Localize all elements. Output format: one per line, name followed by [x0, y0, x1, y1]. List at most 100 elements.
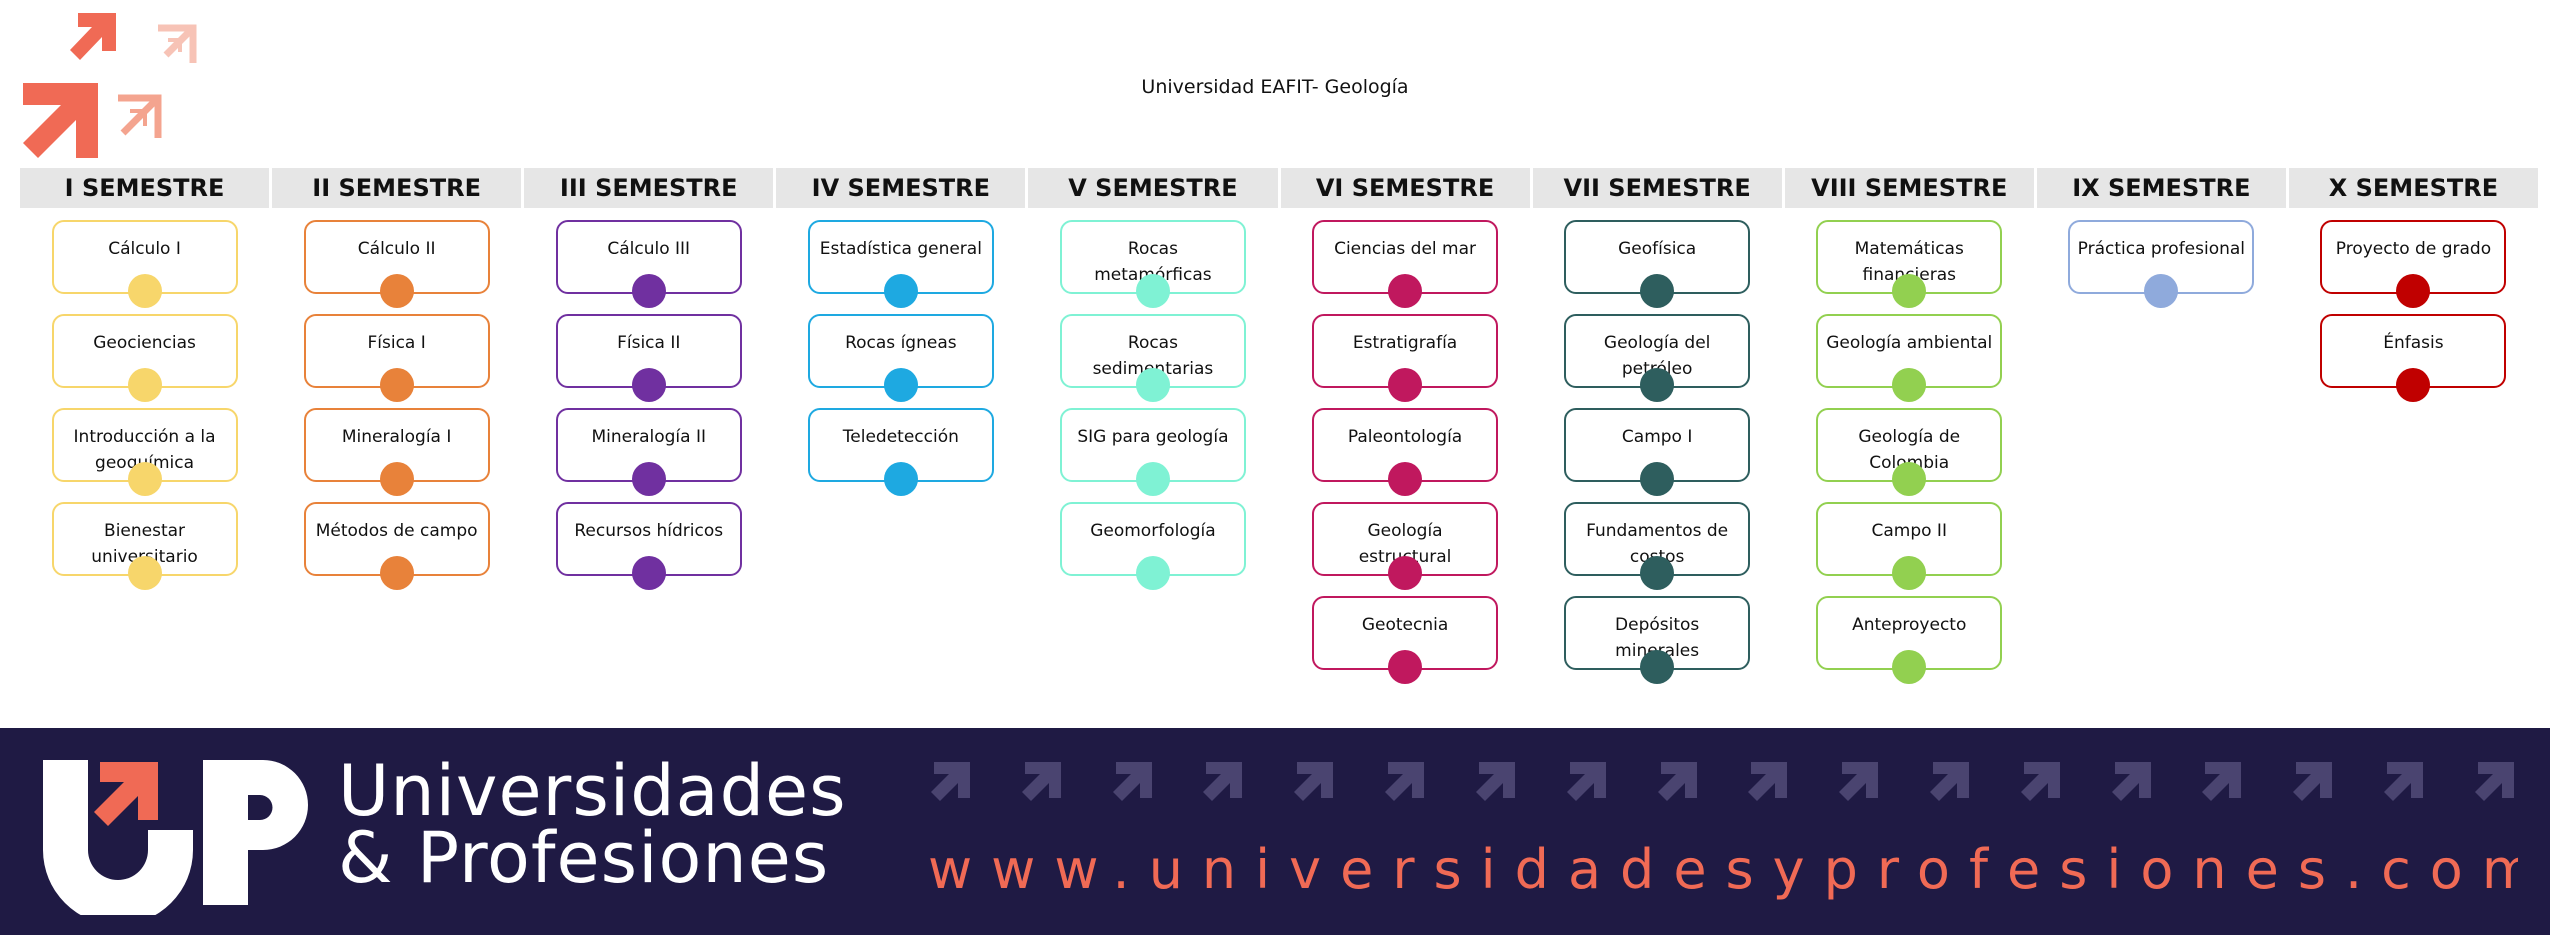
course-dot-icon [2396, 274, 2431, 308]
course-dot-icon [1892, 462, 1927, 496]
course-name: Proyecto de grado [2335, 239, 2492, 259]
arrow-up-right-icon [1748, 762, 1788, 801]
semester-header: VIII SEMESTRE [1784, 168, 2034, 208]
course-dot-icon [1892, 650, 1927, 684]
arrow-up-right-icon [1294, 762, 1334, 801]
course-card: Mineralogía II [555, 408, 742, 496]
course-name: Geotecnia [1361, 615, 1449, 635]
arrow-up-right-icon [2202, 762, 2242, 801]
semester-header: III SEMESTRE [524, 168, 774, 208]
brand-name-line1: Universidades [338, 750, 847, 832]
course-card: Bienestar universitario [51, 502, 238, 590]
semester-header: V SEMESTRE [1028, 168, 1278, 208]
course-dot-icon [883, 274, 918, 308]
page-title: Universidad EAFIT- Geología [1141, 76, 1409, 98]
course-card: Énfasis [2320, 314, 2507, 402]
arrow-up-right-icon [1112, 762, 1152, 801]
course-dot-icon [631, 556, 666, 590]
course-name: Cálculo III [607, 239, 691, 259]
course-dot-icon [2396, 368, 2431, 402]
course-card: Anteproyecto [1816, 596, 2003, 684]
course-name: Geociencias [93, 333, 196, 353]
course-dot-icon [631, 368, 666, 402]
course-dot-icon [631, 274, 666, 308]
course-card: Física II [555, 314, 742, 402]
course-name: Práctica profesional [2077, 239, 2246, 259]
course-name: Rocas ígneas [845, 333, 957, 353]
course-dot-icon [379, 274, 414, 308]
course-card: Métodos de campo [303, 502, 490, 590]
course-card: Rocas metamórficas [1059, 220, 1246, 308]
course-dot-icon [883, 368, 918, 402]
course-dot-icon [1135, 462, 1170, 496]
arrow-up-right-icon [1839, 762, 1879, 801]
course-dot-icon [127, 556, 162, 590]
arrow-up-right-icon [1475, 762, 1515, 801]
arrow-up-right-icon [2474, 762, 2514, 801]
course-card: Cálculo II [303, 220, 490, 308]
course-dot-icon [883, 462, 918, 496]
arrow-up-right-icon [931, 762, 970, 801]
course-name: Campo I [1621, 427, 1693, 447]
arrow-up-right-icon [1657, 762, 1697, 801]
course-card: Ciencias del mar [1312, 220, 1499, 308]
website-url[interactable]: www.universidadesyprofesiones.com [928, 840, 2518, 900]
course-name: Anteproyecto [1852, 615, 1967, 635]
course-dot-icon [379, 462, 414, 496]
course-card: Mineralogía I [303, 408, 490, 496]
course-name: Cálculo II [357, 239, 436, 259]
course-list: Cálculo II Física I Mineralogía I Métodos d… [272, 208, 521, 596]
footer-banner: Universidades & Profesiones www.universi… [0, 728, 2550, 935]
course-dot-icon [1640, 462, 1675, 496]
course-name: Recursos hídricos [574, 521, 724, 541]
course-card: Física I [303, 314, 490, 402]
arrow-up-right-icon [1203, 762, 1243, 801]
course-card: Geomorfología [1059, 502, 1246, 590]
course-dot-icon [1892, 556, 1927, 590]
course-name: Campo II [1871, 521, 1947, 541]
course-name: Física I [367, 333, 426, 353]
course-dot-icon [1135, 368, 1170, 402]
course-name: Cálculo I [108, 239, 181, 259]
course-name: Estratigrafía [1352, 333, 1458, 353]
course-name: Mineralogía II [591, 427, 706, 447]
course-card: Introducción a la geoquímica [51, 408, 238, 496]
course-dot-icon [1640, 274, 1675, 308]
course-dot-icon [1388, 650, 1423, 684]
course-card: Práctica profesional [2068, 220, 2255, 308]
course-card: Geología estructural [1312, 502, 1499, 590]
course-name: Paleontología [1347, 427, 1463, 447]
arrow-up-right-icon [1021, 762, 1061, 801]
arrow-up-right-icon [1566, 762, 1606, 801]
course-dot-icon [1388, 368, 1423, 402]
course-name: Métodos de campo [315, 521, 478, 541]
up-logo-icon [43, 760, 308, 915]
course-card: Rocas ígneas [807, 314, 994, 402]
course-dot-icon [127, 274, 162, 308]
semester-column: III SEMESTRE Cálculo III Física II Mineralo… [524, 168, 774, 708]
course-list: Rocas metamórficasRocas sedimentariasSIG… [1028, 208, 1277, 596]
semester-header: IV SEMESTRE [776, 168, 1026, 208]
course-name: Física II [617, 333, 681, 353]
course-name: Teledetección [842, 427, 959, 447]
course-dot-icon [127, 368, 162, 402]
course-name: SIG para geología [1077, 427, 1229, 447]
course-name: Geomorfología [1090, 521, 1216, 541]
arrow-up-right-icon [2384, 762, 2423, 801]
course-dot-icon [1892, 274, 1927, 308]
course-card: Geotecnia [1312, 596, 1499, 684]
course-card: Cálculo I [51, 220, 238, 308]
course-name: Ciencias del mar [1334, 239, 1476, 259]
course-dot-icon [1892, 368, 1927, 402]
course-list: Cálculo III Física II Mineralogía II Recurs… [524, 208, 773, 596]
course-dot-icon [127, 462, 162, 496]
arrow-up-right-icon [2293, 762, 2333, 801]
